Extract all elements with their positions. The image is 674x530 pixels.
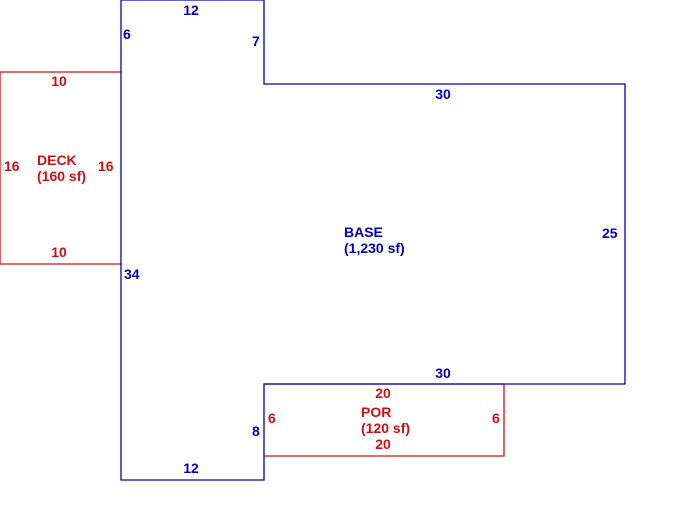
- porch-area: (120 sf): [361, 420, 411, 436]
- base-dim-left-upper: 6: [123, 26, 131, 42]
- deck-dim-right: 16: [98, 158, 114, 174]
- porch-dim-right: 6: [492, 410, 500, 426]
- base-name: BASE: [344, 224, 383, 240]
- base-dim-bottom-right: 30: [435, 365, 451, 381]
- base-dim-inner-bottom-step: 8: [252, 423, 260, 439]
- porch-dim-left: 6: [268, 410, 276, 426]
- base-label: BASE (1,230 sf): [344, 224, 405, 256]
- deck-outline: [0, 71, 121, 265]
- base-dim-left: 34: [124, 266, 140, 282]
- deck-dim-top: 10: [51, 73, 67, 89]
- base-outline: [120, 0, 626, 481]
- porch-name: POR: [361, 404, 392, 420]
- base-dim-bottom-left: 12: [183, 460, 199, 476]
- base-dim-top-left: 12: [183, 2, 199, 18]
- porch-dim-top: 20: [375, 385, 391, 401]
- base-area: (1,230 sf): [344, 240, 405, 256]
- base-dim-inner-step: 7: [252, 33, 260, 49]
- deck-dim-bottom: 10: [51, 244, 67, 260]
- base-dim-top-right: 30: [435, 86, 451, 102]
- deck-name: DECK: [37, 152, 77, 168]
- deck-area: (160 sf): [37, 168, 87, 184]
- deck-label: DECK (160 sf): [37, 152, 86, 184]
- base-dim-right: 25: [602, 225, 618, 241]
- porch-label: POR (120 sf): [361, 404, 410, 436]
- deck-dim-left: 16: [4, 158, 20, 174]
- porch-dim-bottom: 20: [375, 436, 391, 452]
